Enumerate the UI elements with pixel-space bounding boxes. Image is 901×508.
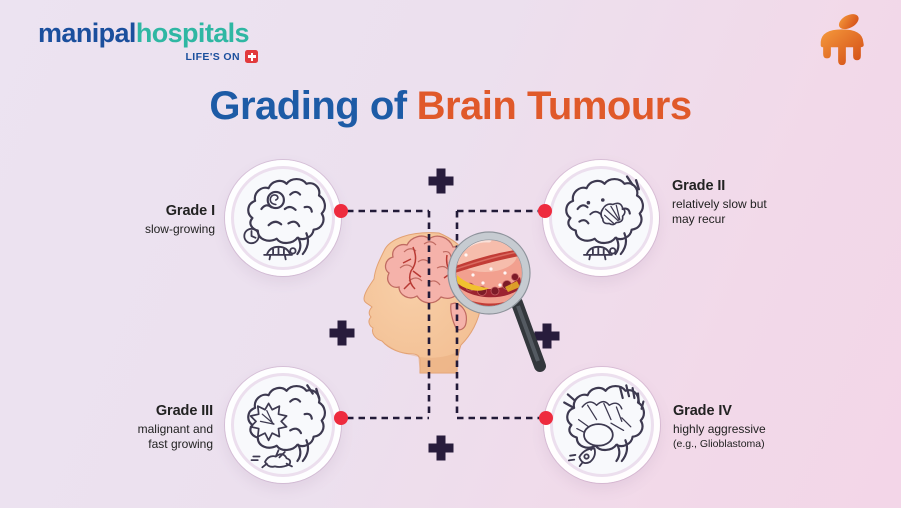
plus-icon-right xyxy=(534,323,560,349)
plus-icon-left xyxy=(329,320,355,346)
grade-2-title: Grade II xyxy=(672,178,726,194)
plus-icons xyxy=(329,168,560,461)
grade-3-label-block: Grade III malignant and fast growing xyxy=(83,402,213,452)
grade-4-brain-icon xyxy=(563,384,645,468)
grade-1-title: Grade I xyxy=(165,203,215,219)
grade-2-circle xyxy=(543,160,659,276)
brand-name-manipal: manipal xyxy=(38,18,136,48)
grade-3-title: Grade III xyxy=(155,403,213,419)
grade-4-circle xyxy=(544,367,660,483)
brand-logo: manipalhospitals LIFE'S ON xyxy=(38,18,260,63)
swiss-cross-icon xyxy=(245,50,258,63)
human-head-profile xyxy=(363,232,482,374)
grade-4-title: Grade IV xyxy=(673,403,732,419)
grade-3-circle xyxy=(225,367,341,483)
manipal-mascot-icon xyxy=(820,14,864,66)
brand-name: manipalhospitals xyxy=(38,18,260,48)
grade-3-brain-icon xyxy=(247,384,326,469)
grade-4-note: (e.g., Glioblastoma) xyxy=(673,438,765,450)
title-prefix: Grading of xyxy=(209,84,407,128)
grade-2-desc: relatively slow but xyxy=(672,197,767,211)
brand-tagline-row: LIFE'S ON xyxy=(38,50,260,63)
red-dot-markers xyxy=(334,204,553,425)
magnifying-glass-icon xyxy=(447,231,546,372)
plus-icon-bottom xyxy=(428,435,454,461)
grade-4-desc: highly aggressive xyxy=(673,422,766,436)
title-highlight: Brain Tumours xyxy=(416,84,693,128)
grade-2-label-block: Grade II relatively slow but may recur xyxy=(672,177,812,227)
brand-tagline: LIFE'S ON xyxy=(185,50,240,63)
grade-1-brain-icon xyxy=(243,178,326,261)
grade-2-brain-icon xyxy=(565,175,644,261)
grade-4-label-block: Grade IV highly aggressive (e.g., Gliobl… xyxy=(673,402,823,451)
grade-3-desc: malignant and xyxy=(137,422,213,436)
brand-name-hospitals: hospitals xyxy=(135,18,250,48)
grade-3-desc-2: fast growing xyxy=(148,437,213,451)
grade-1-desc: slow-growing xyxy=(144,222,215,236)
connector-lines xyxy=(329,168,560,461)
blocked-artery xyxy=(456,240,522,306)
grade-1-circle xyxy=(225,160,341,276)
brain xyxy=(384,235,470,331)
grade-1-label-block: Grade I slow-growing xyxy=(85,202,215,237)
grade-2-desc-2: may recur xyxy=(672,212,726,226)
plus-icon-top xyxy=(428,168,454,194)
